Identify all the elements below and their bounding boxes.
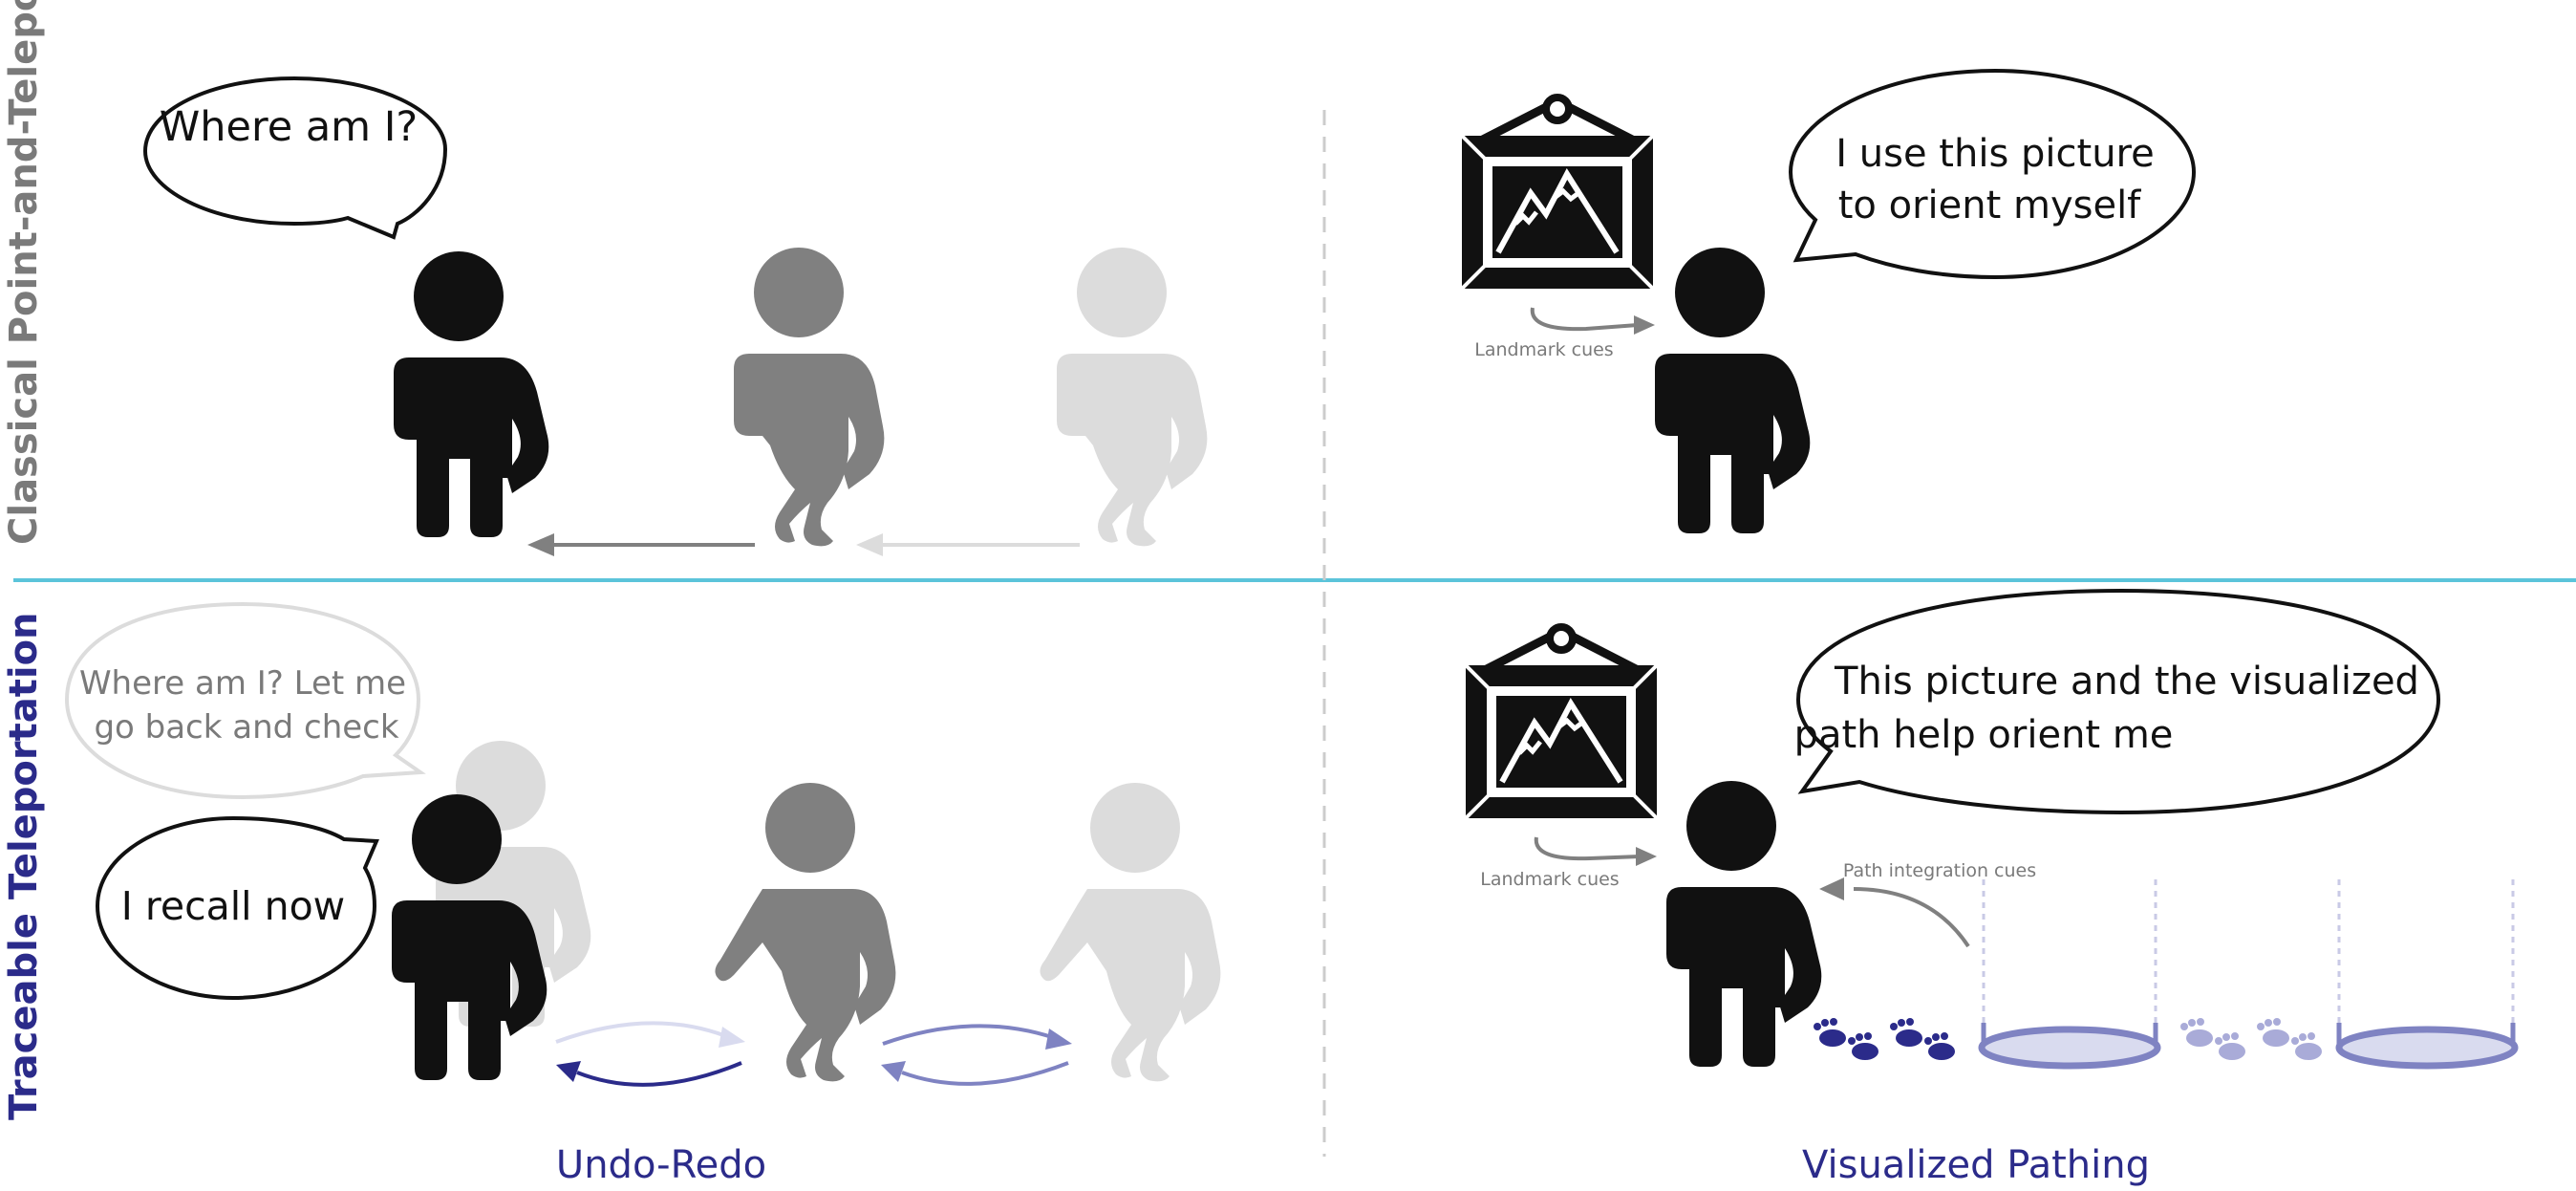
speech-bubble-where-am-i: Where am I? [142,76,448,240]
speech-bubble-go-back: Where am I? Let me go back and check [64,601,426,800]
landmark-cues-label-top: Landmark cues [1474,339,1613,360]
picture-icon-top [1462,97,1653,289]
person-earliest-top-left [1057,248,1208,547]
bubble-text-path-2: path help orient me [1794,713,2174,757]
picture-icon-bottom [1466,627,1657,818]
path-integration-arrow [1819,877,1970,948]
bubble-text-where-am-i: Where am I? [160,103,419,151]
person-bottom-right [1666,781,1822,1067]
row-label-classical: Classical Point-and-Teleport [2,0,46,545]
person-previous-top-left [734,248,885,547]
redo-arrow-2 [882,1024,1072,1050]
bubble-text-path-1: This picture and the visualized [1834,660,2419,704]
teleport-arrow-recent [527,533,755,556]
column-label-undo-redo: Undo-Redo [556,1143,766,1187]
footprints-dark [1814,1018,1955,1060]
bubble-text-go-back-1: Where am I? Let me [79,664,406,703]
teleport-marker-1 [1978,879,2161,1070]
person-previous-bottom-left [715,783,896,1082]
bubble-text-orient-1: I use this picture [1835,132,2154,176]
bubble-text-recall: I recall now [121,883,345,929]
path-integration-label: Path integration cues [1843,860,2036,881]
speech-bubble-recall: I recall now [95,815,379,1001]
bubble-text-orient-2: to orient myself [1838,184,2141,227]
speech-bubble-path: This picture and the visualized path hel… [1794,588,2441,815]
teleport-arrow-older [856,533,1080,556]
bubble-text-go-back-2: go back and check [94,708,398,747]
footprints-light [2180,1018,2322,1060]
undo-arrow-1 [556,1061,742,1087]
person-current-top-left [394,251,549,537]
redo-arrow-1 [555,1021,745,1048]
landmark-arrow-top [1530,307,1655,335]
person-earliest-bottom-left [1040,783,1221,1082]
undo-arrow-2 [881,1061,1069,1086]
landmark-arrow-bottom [1534,836,1657,866]
person-current-bottom-left [392,794,547,1080]
row-label-traceable: Traceable Teleportation [2,612,46,1120]
person-top-right [1655,248,1811,533]
teleport-marker-2 [2335,879,2519,1070]
column-label-visualized-pathing: Visualized Pathing [1802,1143,2150,1187]
speech-bubble-orient: I use this picture to orient myself [1788,68,2197,280]
landmark-cues-label-bottom: Landmark cues [1480,869,1619,890]
